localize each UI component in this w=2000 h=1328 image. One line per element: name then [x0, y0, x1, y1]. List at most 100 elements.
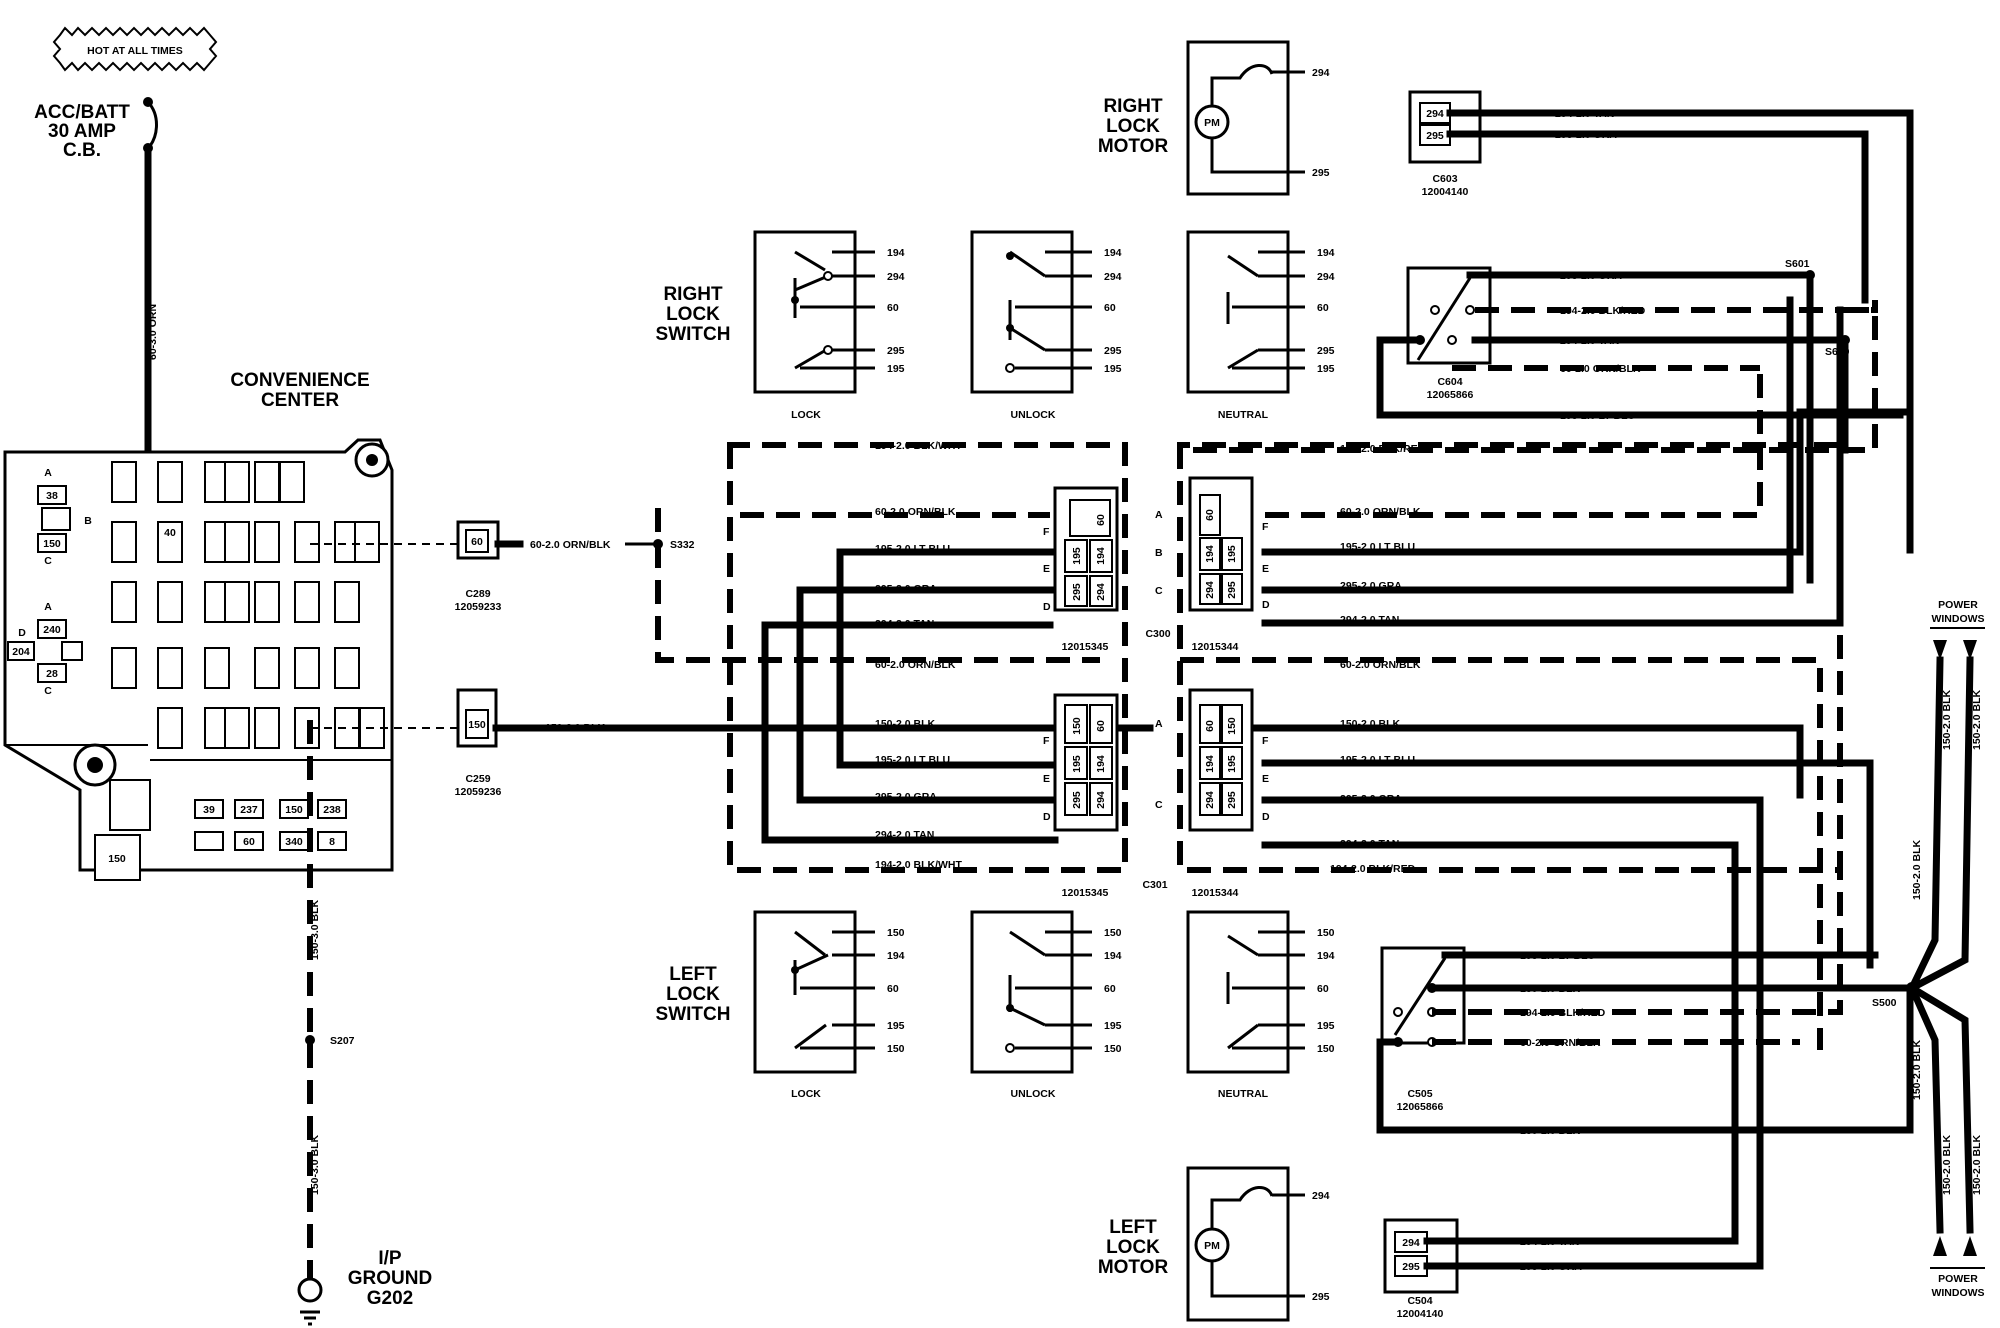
pw-bottom-label-2: WINDOWS [1931, 1287, 1984, 1299]
rls-neutral-294: 294 [1317, 271, 1335, 283]
splice-s500-label: S500 [1872, 997, 1897, 1009]
fuse-240: 240 [43, 624, 61, 636]
right-lock-switch-neutral: 194 294 60 295 195 [1186, 230, 1335, 394]
connector-c300-left: 60 195 194 295 294 [1053, 486, 1119, 612]
rls-neutral-295: 295 [1317, 345, 1335, 357]
rlm-pm: PM [1204, 117, 1220, 129]
c301-right-pin-195: 195 [1226, 755, 1238, 773]
c289-pin-60: 60 [471, 536, 483, 548]
connector-c289: 60 [456, 520, 500, 560]
connector-c604 [1406, 266, 1492, 365]
c300-left-E: E [1043, 563, 1050, 575]
c301-left-D: D [1043, 811, 1051, 823]
splice-s600-label: S600 [1825, 346, 1850, 358]
relay-d2-label: D [18, 627, 26, 639]
c301-C: C [1155, 799, 1163, 811]
lls-unlock-194: 194 [1104, 950, 1122, 962]
c504-pin-295: 295 [1402, 1261, 1420, 1273]
convenience-center-block: 38 150 A B C 240 204 28 A D C [3, 438, 394, 881]
c301-left-pin-194: 194 [1095, 755, 1107, 773]
pw-top-label-2: WINDOWS [1931, 613, 1984, 625]
rls-unlock-194: 194 [1104, 247, 1122, 259]
lls-neutral-194: 194 [1317, 950, 1335, 962]
c505-wire-blk2: 150-2.0 BLK [1520, 1125, 1581, 1137]
rls-lock-194: 194 [887, 247, 905, 259]
pw-wire-blk4: 150-2.0 BLK [1971, 1134, 1983, 1195]
lls-neutral-150b: 150 [1317, 1043, 1335, 1055]
power-windows-top: POWER WINDOWS [1930, 599, 1985, 660]
c505-wire-orn: 60-2.0 ORN/BLK [1520, 1037, 1601, 1049]
lls-lock-150a: 150 [887, 927, 905, 939]
splice-s601-label: S601 [1785, 258, 1810, 270]
cb-label-2: 30 AMP [48, 121, 116, 142]
lls-unlock-60: 60 [1104, 983, 1116, 995]
rls-neutral-194: 194 [1317, 247, 1335, 259]
rls-lock-295: 295 [887, 345, 905, 357]
wire-label-orn-v: 60-3.0 ORN [147, 304, 159, 360]
wire-label-top-wht: 194-2.0 BLK/WHT [875, 440, 963, 452]
llm-pm: PM [1204, 1240, 1220, 1252]
connector-c300-right: 60 194 195 294 295 [1188, 476, 1254, 612]
connector-c603: 294 295 [1408, 90, 1482, 164]
c301-right-F: F [1262, 735, 1269, 747]
c604-pn: 12065866 [1427, 389, 1474, 401]
c300-left-D: D [1043, 601, 1051, 613]
convenience-center-label-1: CONVENIENCE [230, 370, 369, 391]
c300-left-pin-195: 195 [1071, 547, 1083, 565]
c301-right-E: E [1262, 773, 1269, 785]
lls-lock-194: 194 [887, 950, 905, 962]
c604-wire-blu: 195-2.0 LT BLU [1560, 410, 1635, 422]
c259-pin-150: 150 [468, 719, 486, 731]
lls-neutral-60: 60 [1317, 983, 1329, 995]
c505-wire-blu: 195-2.0 LT BLU [1520, 950, 1595, 962]
c301-right-pin-294: 294 [1204, 791, 1216, 809]
c300-C: C [1155, 585, 1163, 597]
c289-pn: 12059233 [455, 601, 502, 613]
c504-pn: 12004140 [1397, 1308, 1444, 1320]
pw-bottom-label-1: POWER [1938, 1273, 1978, 1285]
rls-neutral-60: 60 [1317, 302, 1329, 314]
left-lock-switch-unlock: 150 194 60 195 150 [970, 910, 1122, 1074]
right-lock-switch-label-1: RIGHT [663, 284, 723, 305]
fuse-150-b: 150 [285, 804, 303, 816]
left-lock-motor: PM 294 295 [1186, 1166, 1330, 1322]
c301-right-pin-295: 295 [1226, 791, 1238, 809]
wire-label-bot-blk: 150-2.0 BLK [875, 718, 936, 730]
rlm-295: 295 [1312, 167, 1330, 179]
c300-right-pin-294: 294 [1204, 581, 1216, 599]
connector-c301-right: 60 150 194 195 294 295 [1188, 688, 1254, 832]
c301-right-pn: 12015344 [1192, 887, 1239, 899]
fuse-238: 238 [323, 804, 341, 816]
c603-pin-295: 295 [1426, 130, 1444, 142]
pw-wire-blk2: 150-2.0 BLK [1971, 689, 1983, 750]
relay-c1-label: C [44, 555, 52, 567]
right-lock-switch-label-3: SWITCH [656, 324, 731, 345]
left-lock-switch-neutral: 150 194 60 195 150 [1186, 910, 1335, 1074]
left-lock-switch-label-2: LOCK [666, 984, 720, 1005]
connector-c259: 150 [456, 688, 498, 748]
c301-left-pn: 12015345 [1062, 887, 1109, 899]
connector-c301-left: 150 60 195 194 295 294 [1053, 693, 1119, 832]
rls-lock-294: 294 [887, 271, 905, 283]
c301-right-pin-194: 194 [1204, 755, 1216, 773]
c259-wire-label: 150-2.0 BLK [545, 722, 606, 734]
c301-right-pin-150: 150 [1226, 717, 1238, 735]
lls-neutral-150a: 150 [1317, 927, 1335, 939]
right-lock-motor-label-3: MOTOR [1098, 136, 1169, 157]
c300-right-D: D [1262, 599, 1270, 611]
splice-s207 [305, 1035, 315, 1045]
c604-wire-orn: 60-2.0 ORN/BLK [1560, 363, 1641, 375]
left-lock-motor-label-1: LEFT [1109, 1217, 1157, 1238]
c505-label: C505 [1407, 1088, 1432, 1100]
c300-left-F: F [1043, 526, 1050, 538]
c300-left-pin-194: 194 [1095, 547, 1107, 565]
fuse-39: 39 [203, 804, 215, 816]
c604-wire-red: 194-2.0 BLK/RED [1560, 305, 1646, 317]
c289-wire-label: 60-2.0 ORN/BLK [530, 539, 611, 551]
c289-label: C289 [465, 588, 490, 600]
rls-unlock-caption: UNLOCK [1011, 409, 1056, 421]
c603-wire-gra: 295-2.0 GRA [1555, 129, 1617, 141]
cb-label-1: ACC/BATT [34, 102, 130, 123]
c301-left-pin-294: 294 [1095, 791, 1107, 809]
